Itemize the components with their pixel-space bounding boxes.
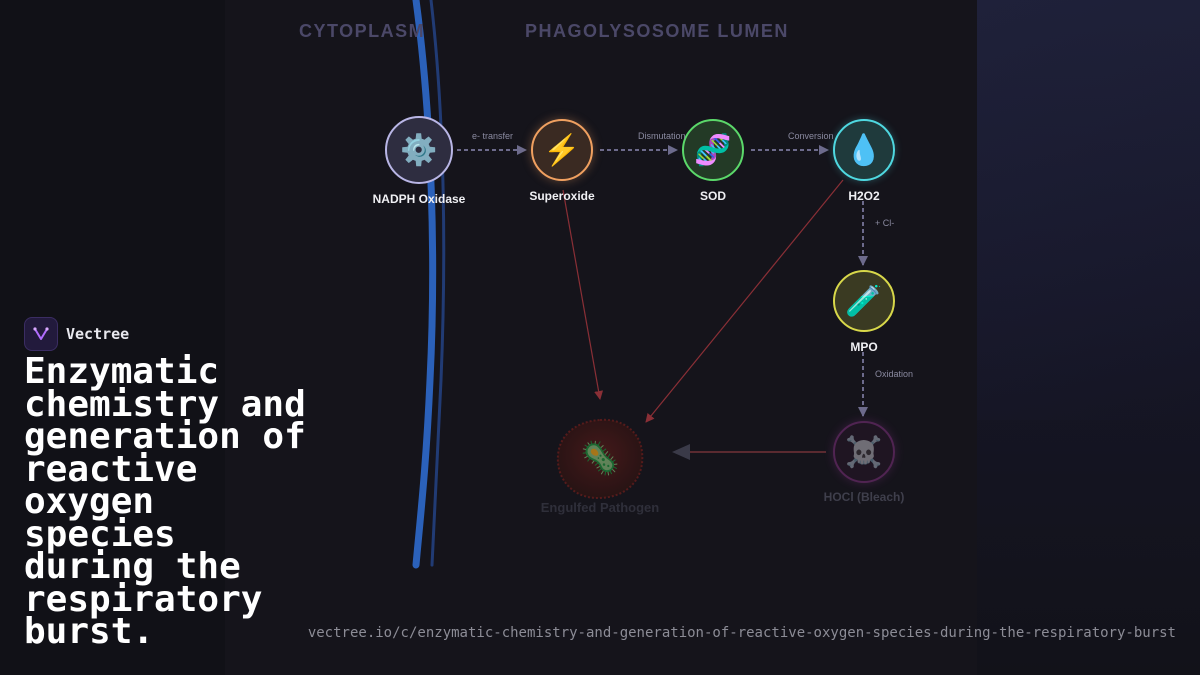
dna-icon: 🧬: [694, 133, 732, 167]
region-label-phagolysosome: PHAGOLYSOSOME LUMEN: [525, 21, 789, 41]
pathogen-blob: [556, 418, 644, 500]
label-engulfed-pathogen: Engulfed Pathogen: [540, 500, 660, 515]
vectree-logo-icon: [24, 317, 58, 351]
edge-label-oxidation: Oxidation: [875, 369, 914, 379]
attack-line-h2o2: [645, 179, 844, 423]
diagram-panel: [225, 0, 977, 675]
background-glow: [977, 0, 1200, 420]
brand[interactable]: Vectree: [24, 317, 129, 351]
edge-label-e-transfer: e- transfer: [472, 131, 514, 141]
edge-label-conversion: Conversion: [788, 131, 834, 141]
gear-icon: ⚙️: [400, 133, 438, 167]
node-mpo[interactable]: 🧪: [833, 270, 895, 332]
node-superoxide[interactable]: ⚡: [531, 119, 593, 181]
node-h2o2[interactable]: 💧: [833, 119, 895, 181]
page-url[interactable]: vectree.io/c/enzymatic-chemistry-and-gen…: [307, 625, 1176, 641]
edge-label-plus-cl: + Cl-: [875, 218, 895, 228]
test-tube-icon: 🧪: [845, 284, 883, 318]
droplet-icon: 💧: [845, 133, 883, 167]
label-nadph-oxidase: NADPH Oxidase: [372, 192, 466, 206]
node-nadph-oxidase[interactable]: ⚙️: [385, 116, 453, 184]
lightning-icon: ⚡: [543, 133, 581, 167]
node-hocl[interactable]: ☠️: [833, 421, 895, 483]
page-title: Enzymatic chemistry and generation of re…: [24, 351, 306, 652]
label-sod: SOD: [699, 189, 726, 203]
node-engulfed-pathogen[interactable]: 🦠: [570, 428, 630, 488]
edge-label-dismutation: Dismutation: [638, 131, 686, 141]
microbe-icon: 🦠: [580, 440, 620, 476]
node-sod[interactable]: 🧬: [682, 119, 744, 181]
background-right-panel: [977, 0, 1200, 675]
label-mpo: MPO: [850, 340, 878, 354]
skull-icon: ☠️: [845, 435, 883, 469]
label-h2o2: H2O2: [848, 189, 880, 203]
brand-name: Vectree: [66, 325, 130, 343]
label-superoxide: Superoxide: [529, 189, 595, 203]
attack-line-superoxide: [562, 189, 604, 400]
attack-arrowhead-hocl: [672, 444, 690, 460]
membrane-inner-line: [429, 0, 446, 567]
membrane-outer-line: [412, 0, 437, 569]
region-label-cytoplasm: CYTOPLASM: [299, 21, 426, 41]
label-hocl: HOCl (Bleach): [823, 490, 905, 504]
